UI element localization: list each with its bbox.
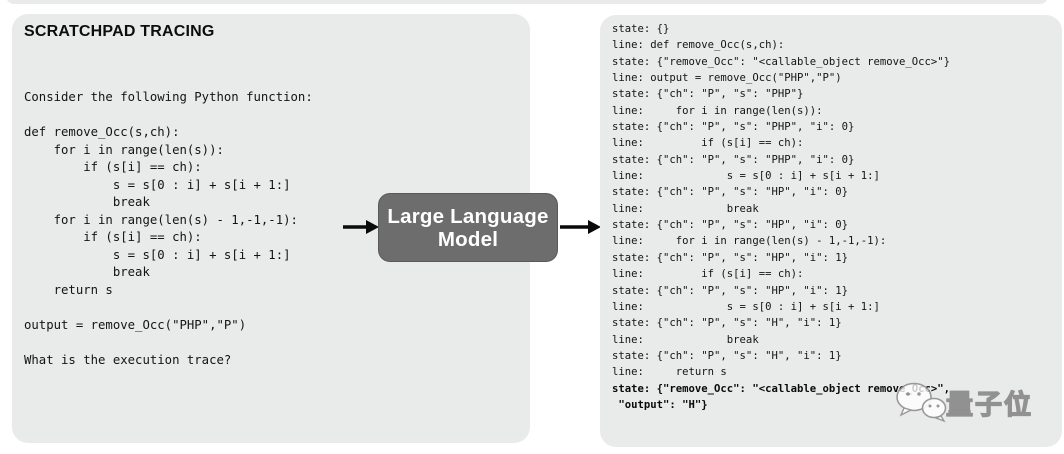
large-language-model-box: Large Language Model: [378, 193, 558, 262]
right-arrow-icon: [560, 220, 601, 234]
right-arrow-icon: [343, 220, 379, 234]
cropped-panel-above: [6, 0, 1048, 4]
python-code-block: Consider the following Python function: …: [24, 90, 313, 367]
execution-trace-panel: [600, 15, 1062, 447]
llm-box-label: Large Language Model: [387, 204, 549, 251]
trace-final-state-lines: state: {"remove_Occ": "<callable_object …: [612, 382, 951, 411]
panel-title: SCRATCHPAD TRACING: [24, 23, 215, 40]
execution-trace-block: state: {} line: def remove_Occ(s,ch): st…: [612, 21, 950, 413]
trace-lines: state: {} line: def remove_Occ(s,ch): st…: [612, 23, 951, 379]
